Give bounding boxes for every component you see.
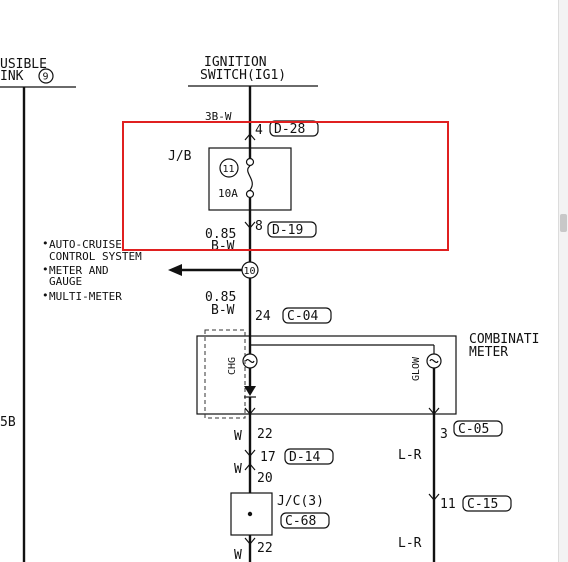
wire-w2: W bbox=[234, 462, 242, 477]
jc-box bbox=[230, 492, 273, 536]
combination-meter-title-line2: METER bbox=[469, 345, 508, 360]
pin-22b: 22 bbox=[257, 541, 273, 556]
vertical-scrollbar[interactable] bbox=[558, 0, 568, 562]
connector-d19-code: D-19 bbox=[272, 223, 303, 238]
wire-w3: W bbox=[234, 548, 242, 562]
fusible-link-number: 9 bbox=[43, 72, 49, 83]
wire-lr1: L-R bbox=[398, 448, 422, 463]
branch-item-meter-l2: GAUGE bbox=[49, 275, 82, 288]
branch-item-multi-meter: MULTI-METER bbox=[49, 290, 122, 303]
combination-meter-title-line1: COMBINATI bbox=[469, 332, 539, 347]
pin22a-chevron bbox=[244, 407, 256, 415]
combination-meter-box bbox=[196, 335, 457, 415]
pin17-chevron bbox=[244, 449, 256, 457]
ignition-switch-title-line2: SWITCH(IG1) bbox=[200, 68, 286, 83]
pin11-chevron bbox=[428, 493, 440, 501]
fuse-number: 11 bbox=[223, 164, 235, 175]
chg-diode bbox=[244, 386, 256, 396]
wire-w1: W bbox=[234, 429, 242, 444]
connector-d14-box bbox=[284, 448, 334, 465]
pin22b-chevron bbox=[244, 537, 256, 545]
highlight-rectangle bbox=[122, 121, 449, 251]
fuse-bottom-terminal bbox=[245, 189, 255, 199]
branch-arrowhead bbox=[168, 264, 182, 276]
branch-bullet-3: • bbox=[42, 289, 49, 302]
connector-c15-code: C-15 bbox=[467, 497, 498, 512]
branch-item-auto-cruise-l2: CONTROL SYSTEM bbox=[49, 250, 142, 263]
fusible-link-title-line1: USIBLE bbox=[0, 57, 47, 72]
wire-085-color-a: B-W bbox=[211, 239, 235, 254]
connector-d28-code: D-28 bbox=[274, 122, 305, 137]
wire-lr2: L-R bbox=[398, 536, 422, 551]
glow-lamp-filament bbox=[429, 359, 439, 363]
connector-d14-code: D-14 bbox=[289, 450, 320, 465]
branch-bullet-2: • bbox=[42, 263, 49, 276]
branch-item-meter-l1: METER AND bbox=[49, 264, 109, 277]
wire-085-size-b: 0.85 bbox=[205, 290, 236, 305]
pin-17: 17 bbox=[260, 450, 276, 465]
chg-label: CHG bbox=[227, 357, 238, 375]
branch-item-auto-cruise-l1: AUTO-CRUISE bbox=[49, 238, 122, 251]
pin-22a: 22 bbox=[257, 427, 273, 442]
fusible-link-title-line2: INK bbox=[0, 69, 24, 84]
splice-junction-number: 10 bbox=[244, 266, 256, 277]
connector-d28-pin: 4 bbox=[255, 123, 263, 138]
connector-c15-box bbox=[462, 495, 512, 512]
connector-d28-chevron bbox=[244, 133, 256, 141]
combination-meter-inner-dashed bbox=[204, 329, 246, 419]
pin20-chevron bbox=[244, 463, 256, 471]
connector-c05-code: C-05 bbox=[458, 422, 489, 437]
jc-label: J/C(3) bbox=[277, 494, 324, 509]
wire-top-color-label: 3B-W bbox=[205, 110, 232, 123]
chg-lamp-filament bbox=[245, 359, 255, 363]
connector-c05-box bbox=[453, 420, 503, 437]
connector-d19-pin: 8 bbox=[255, 219, 263, 234]
fusible-link-number-circle bbox=[38, 68, 54, 84]
connector-d19-chevron bbox=[244, 221, 256, 229]
jc-junction-dot bbox=[247, 511, 253, 517]
left-wire-label: 5B bbox=[0, 415, 16, 430]
wire-085-color-b: B-W bbox=[211, 303, 235, 318]
connector-c04-pin: 24 bbox=[255, 309, 271, 324]
branch-bullet-1: • bbox=[42, 237, 49, 250]
connector-c68-box bbox=[280, 512, 330, 529]
connector-c04-box bbox=[282, 307, 332, 324]
fuse-rating: 10A bbox=[218, 187, 238, 200]
pin-3: 3 bbox=[440, 427, 448, 442]
fuse-top-terminal bbox=[245, 157, 255, 167]
pin-20: 20 bbox=[257, 471, 273, 486]
scrollbar-thumb[interactable] bbox=[560, 214, 567, 232]
connector-c04-code: C-04 bbox=[287, 309, 318, 324]
connector-d19-box bbox=[267, 221, 317, 238]
pin3-chevron bbox=[428, 407, 440, 415]
ignition-switch-title-line1: IGNITION bbox=[204, 55, 267, 70]
fuse-element bbox=[247, 165, 253, 191]
fuse-number-circle bbox=[219, 158, 239, 178]
splice-junction-circle bbox=[241, 261, 259, 279]
wire-085-size-a: 0.85 bbox=[205, 227, 236, 242]
pin-11: 11 bbox=[440, 497, 456, 512]
jb-label: J/B bbox=[168, 149, 192, 164]
connector-c68-code: C-68 bbox=[285, 514, 316, 529]
glow-label: GLOW bbox=[411, 356, 422, 381]
